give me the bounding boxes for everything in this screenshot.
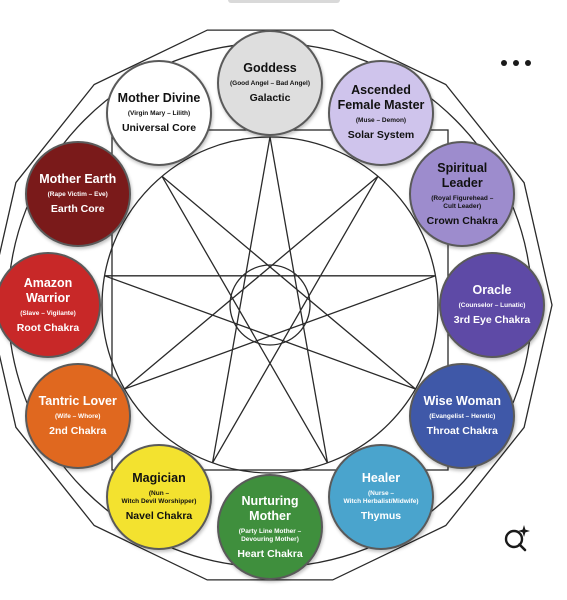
node-title: Mother Earth (39, 172, 117, 186)
outer-polygon (0, 29, 553, 581)
more-options-button[interactable] (494, 50, 538, 76)
node-title: Magician (132, 471, 186, 486)
inner-circle (229, 264, 311, 346)
more-dot-icon (525, 60, 531, 66)
node-magician: Magician (Nun – Witch Devil Worshipper) Na… (106, 444, 212, 551)
node-location: Earth Core (50, 203, 105, 215)
node-location: 2nd Chakra (49, 425, 107, 437)
node-location: Universal Core (121, 121, 197, 134)
node-amazon-warrior: Amazon Warrior (Slave – Vigilante) Root Ch… (0, 252, 101, 358)
node-oracle: Oracle (Counselor – Lunatic) 3rd Eye Chakr… (439, 252, 545, 358)
node-tantric-lover: Tantric Lover (Wife – Whore) 2nd Chakra (24, 363, 131, 469)
node-ascended-female-master: Ascended Female Master (Muse – Demon) Sola… (328, 59, 434, 166)
nine-point-star (104, 136, 436, 464)
node-location: Heart Chakra (237, 547, 303, 560)
node-title: Oracle (472, 283, 512, 297)
node-subtitle: (Virgin Mary – Lilith) (127, 109, 191, 117)
node-title: Mother Divine (117, 90, 201, 105)
node-location: Navel Chakra (125, 510, 193, 523)
node-location: Solar System (347, 129, 415, 142)
node-location: Root Chakra (16, 321, 80, 334)
node-title: Wise Woman (423, 394, 501, 408)
node-title: Amazon Warrior (23, 275, 73, 305)
node-subtitle: (Slave – Vigilante) (20, 309, 76, 317)
node-nurturing-mother: Nurturing Mother (Party Line Mother – Dev… (217, 474, 323, 580)
top-edge-bar (228, 0, 340, 3)
middle-circle (101, 136, 439, 474)
node-location: Crown Chakra (426, 214, 498, 227)
node-mother-earth: Mother Earth (Rape Victim – Eve) Earth Cor… (24, 141, 131, 247)
node-wise-woman: Wise Woman (Evangelist – Heretic) Throat C… (409, 363, 516, 469)
node-subtitle: (Muse – Demon) (355, 117, 407, 125)
node-title: Tantric Lover (38, 394, 117, 408)
node-title: Ascended Female Master (337, 83, 425, 113)
node-subtitle: (Good Angel – Bad Angel) (229, 80, 311, 87)
node-subtitle: (Royal Figurehead – Cult Leader) (431, 194, 494, 210)
node-subtitle: (Evangelist – Heretic) (429, 413, 496, 420)
node-subtitle: (Nun – Witch Devil Worshipper) (121, 490, 197, 506)
node-subtitle: (Rape Victim – Eve) (47, 191, 108, 198)
visual-search-icon[interactable] (500, 522, 532, 554)
more-dot-icon (501, 60, 507, 66)
node-title: Healer (361, 471, 401, 486)
node-goddess: Goddess (Good Angel – Bad Angel) Galactic (217, 30, 323, 136)
node-location: Throat Chakra (426, 425, 498, 437)
node-title: Nurturing Mother (241, 493, 299, 523)
node-spiritual-leader: Spiritual Leader (Royal Figurehead – Cult… (409, 141, 516, 247)
more-dot-icon (513, 60, 519, 66)
node-title: Spiritual Leader (437, 160, 488, 190)
node-location: Thymus (360, 510, 402, 523)
node-title: Goddess (243, 61, 297, 75)
node-subtitle: (Nurse – Witch Herbalist/Midwife) (343, 490, 419, 506)
node-subtitle: (Party Line Mother – Devouring Mother) (238, 527, 302, 543)
node-subtitle: (Wife – Whore) (55, 413, 101, 420)
node-healer: Healer (Nurse – Witch Herbalist/Midwife) T… (328, 444, 434, 551)
node-location: 3rd Eye Chakra (453, 314, 531, 326)
node-location: Galactic (249, 92, 291, 104)
inner-square (111, 129, 449, 471)
node-mother-divine: Mother Divine (Virgin Mary – Lilith) Unive… (106, 59, 212, 166)
node-subtitle: (Counselor – Lunatic) (458, 302, 526, 309)
